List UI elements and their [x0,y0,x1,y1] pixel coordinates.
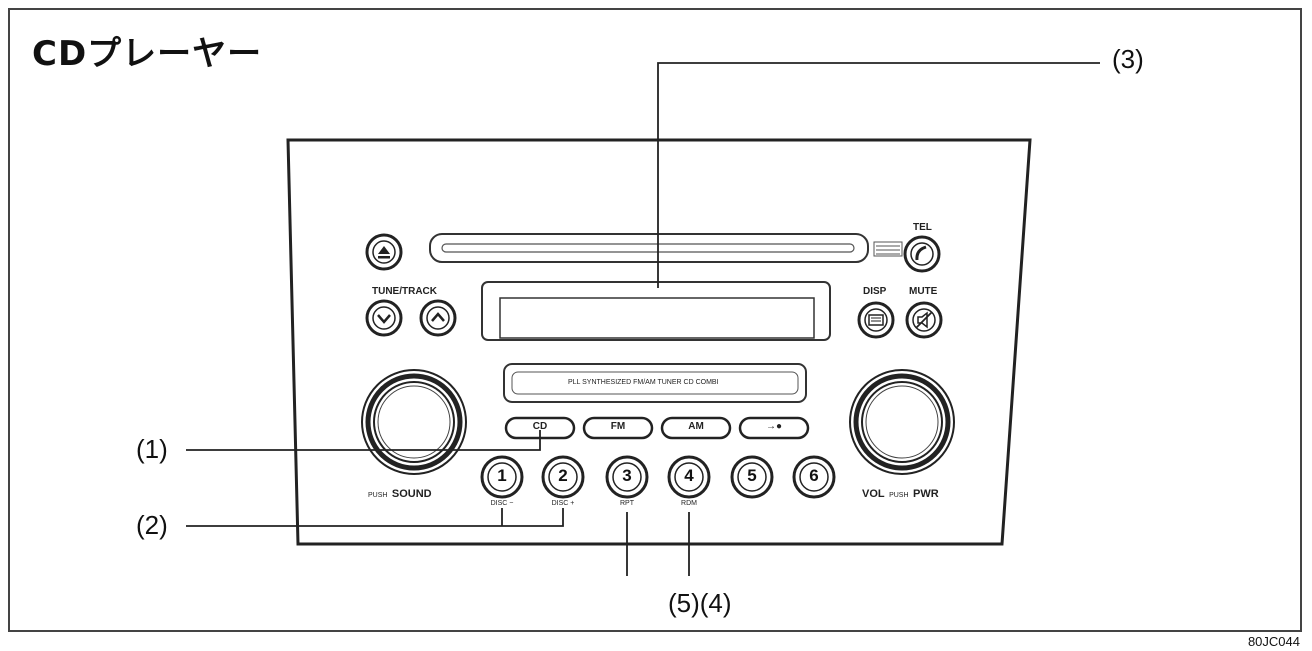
eject-button [365,233,403,271]
preset-6-label: 6 [809,466,819,485]
callout-2: (2) [136,510,168,540]
vol-label: VOL [862,488,885,500]
callout-5-4: (5)(4) [668,588,732,618]
rdm-label: RDM [681,500,697,507]
figure-frame [8,8,1302,632]
disc-minus-label: DISC − [490,500,514,507]
tune-up-button [419,299,457,337]
preset-3-label: 3 [622,466,632,485]
tune-track-label: TUNE/TRACK [372,286,437,297]
tel-label: TEL [913,222,932,233]
rpt-label: RPT [620,500,634,507]
leader-line-2 [186,508,564,527]
vol-push-pwr-label: VOL PUSH PWR [862,484,939,502]
push-sound-small: PUSH [368,492,388,499]
am-mode-button [660,416,732,440]
figure-title: CDプレーヤー [32,34,263,74]
push-sound-label: PUSH SOUND [368,484,432,502]
preset-5-label: 5 [747,466,757,485]
tel-button [903,235,941,273]
preset-button-3 [605,455,649,499]
aux-mode-label: →● [765,421,783,432]
tune-down-button [365,299,403,337]
mute-label: MUTE [909,286,938,297]
am-mode-label: AM [688,421,704,432]
display-window [499,297,815,339]
figure-code: 80JC044 [1247,634,1300,649]
preset-button-4 [667,455,711,499]
compact-disc-logo-icon [873,241,903,257]
leader-line-1 [186,430,541,451]
disp-label: DISP [863,286,887,297]
callout-1: (1) [136,434,168,464]
vol-knob [849,369,955,475]
sound-knob [361,369,467,475]
fm-mode-button [582,416,654,440]
preset-4-label: 4 [684,466,694,485]
aux-mode-button [738,416,810,440]
preset-2-label: 2 [558,466,568,485]
preset-button-1 [480,455,524,499]
push-sound-big: SOUND [391,488,432,500]
fm-mode-label: FM [610,421,626,432]
disp-button [857,301,895,339]
disc-plus-label: DISC + [551,500,575,507]
mute-button [905,301,943,339]
cd-mode-label: CD [532,421,548,432]
pwr-label: PWR [912,488,939,500]
tuner-text: PLL SYNTHESIZED FM/AM TUNER CD COMBI [568,379,719,386]
leader-line-3 [657,62,1100,288]
push-pwr-small: PUSH [889,492,909,499]
preset-1-label: 1 [497,466,507,485]
preset-button-5 [730,455,774,499]
callout-3: (3) [1112,44,1144,74]
preset-button-2 [541,455,585,499]
preset-button-6 [792,455,836,499]
